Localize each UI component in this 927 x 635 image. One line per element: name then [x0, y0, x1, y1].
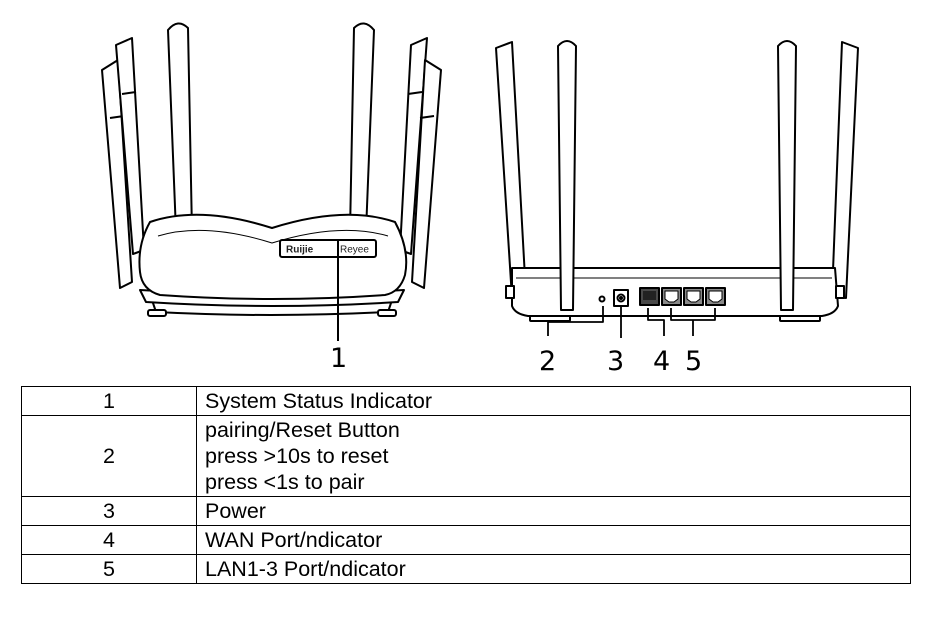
description-line: LAN1-3 Port/ndicator [205, 557, 406, 581]
description-line: press >10s to reset [205, 444, 389, 468]
item-number: 2 [21, 415, 197, 497]
antenna-icon [411, 59, 442, 289]
item-number: 1 [21, 386, 197, 416]
router-illustration: Ruijie Reyee [101, 22, 859, 377]
description-line: pairing/Reset Button [205, 418, 400, 442]
item-description: pairing/Reset Button press >10s to reset… [196, 415, 911, 497]
power-jack-icon [613, 289, 629, 307]
brand-logo-reyee: Reyee [340, 245, 369, 256]
item-description: LAN1-3 Port/ndicator [196, 554, 911, 584]
antenna-icon [831, 41, 859, 299]
antenna-icon [349, 22, 375, 233]
item-description: System Status Indicator [196, 386, 911, 416]
brand-logo-ruijie: Ruijie [286, 245, 314, 256]
table-row: 4 WAN Port/ndicator [21, 525, 911, 555]
callout-leaders [547, 306, 716, 338]
item-description: Power [196, 496, 911, 526]
description-line: press <1s to pair [205, 470, 365, 494]
callout-label-5: 5 [685, 346, 702, 377]
description-line: WAN Port/ndicator [205, 528, 383, 552]
table-row: 5 LAN1-3 Port/ndicator [21, 554, 911, 584]
router-back-view [495, 40, 859, 338]
callout-label-4: 4 [653, 346, 670, 377]
table-row: 2 pairing/Reset Button press >10s to res… [21, 415, 911, 497]
callout-label-3: 3 [607, 346, 624, 377]
antenna-icon [495, 41, 527, 299]
description-line: System Status Indicator [205, 389, 433, 413]
lan-port-icon [683, 287, 704, 306]
item-number: 4 [21, 525, 197, 555]
callout-label-2: 2 [539, 346, 556, 377]
item-number: 5 [21, 554, 197, 584]
item-number: 3 [21, 496, 197, 526]
router-front-view [101, 22, 442, 341]
component-legend-table: 1 System Status Indicator 2 pairing/Rese… [21, 386, 911, 584]
reset-hole-icon [598, 295, 606, 303]
callout-label-1: 1 [330, 343, 347, 374]
item-description: WAN Port/ndicator [196, 525, 911, 555]
table-row: 1 System Status Indicator [21, 386, 911, 416]
lan-port-icon [661, 287, 682, 306]
wan-port-icon [639, 287, 660, 306]
antenna-icon [777, 40, 797, 311]
table-row: 3 Power [21, 496, 911, 526]
lan-port-icon [705, 287, 726, 306]
antenna-icon [399, 37, 428, 255]
antenna-icon [557, 40, 577, 311]
description-line: Power [205, 499, 266, 523]
antenna-icon [167, 22, 193, 233]
